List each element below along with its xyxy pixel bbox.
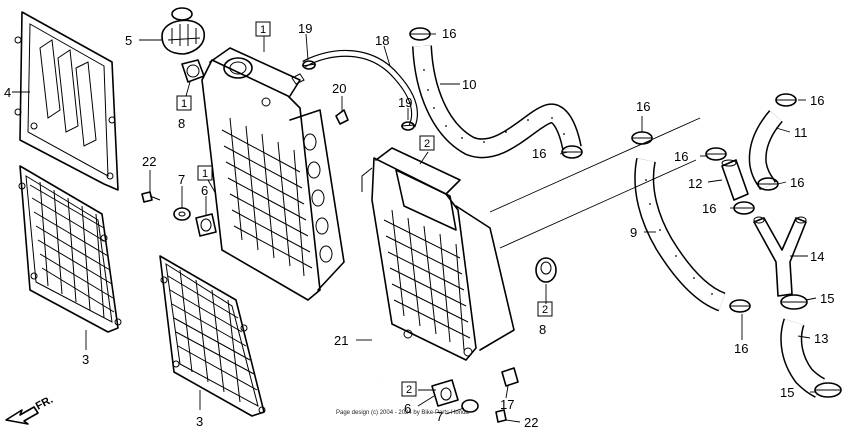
label-22-left: 22: [142, 154, 156, 169]
label-15-bottom: 15: [780, 385, 794, 400]
label-8-right: 8: [539, 322, 546, 337]
collar-7-left[interactable]: [173, 207, 191, 221]
label-7-left: 7: [178, 172, 185, 187]
mount-rubber-6-bottom[interactable]: [431, 379, 459, 407]
leader-lines: [12, 33, 817, 423]
hose-clamp-16-c[interactable]: [631, 131, 653, 145]
label-2-right: 2: [542, 304, 548, 316]
label-3-left: 3: [82, 352, 89, 367]
copyright-notice: Page design (c) 2004 - 2024 by Bike-Part…: [336, 410, 469, 416]
label-6-left: 6: [201, 183, 208, 198]
label-16-f: 16: [790, 175, 804, 190]
label-box-1-mount: [197, 165, 213, 181]
hose-clamp-15-top[interactable]: [780, 294, 808, 310]
label-17: 17: [500, 397, 514, 412]
label-1-left: 1: [181, 98, 187, 110]
hose-clamp-16-e[interactable]: [775, 93, 797, 107]
label-1-top: 1: [260, 24, 266, 36]
radiator-left[interactable]: [201, 47, 345, 301]
label-19-middle: 19: [398, 95, 412, 110]
label-14: 14: [810, 249, 824, 264]
label-1-mount: 1: [202, 168, 208, 180]
label-6-bottom: 6: [404, 401, 411, 416]
mount-rubber-6-left[interactable]: [195, 213, 217, 237]
label-13: 13: [814, 331, 828, 346]
clip-19-middle[interactable]: [400, 121, 416, 131]
label-20: 20: [332, 81, 346, 96]
hose-18[interactable]: [302, 49, 419, 128]
front-direction-label: FR.: [34, 394, 55, 413]
label-16-e: 16: [810, 93, 824, 108]
label-16-a: 16: [442, 26, 456, 41]
radiator-shroud-left[interactable]: [14, 11, 119, 191]
label-3-center: 3: [196, 414, 203, 429]
grommet-right[interactable]: [535, 257, 557, 283]
label-16-c: 16: [636, 99, 650, 114]
label-box-2-right: [537, 301, 553, 317]
label-16-b: 16: [532, 146, 546, 161]
radiator-grille-left[interactable]: [18, 165, 122, 333]
tube-clip-20[interactable]: [335, 109, 349, 125]
label-7-bottom: 7: [436, 409, 443, 424]
label-16-g: 16: [702, 201, 716, 216]
pipe-12[interactable]: [721, 159, 749, 201]
label-8-left: 8: [178, 116, 185, 131]
radiator-hose-13[interactable]: [780, 318, 826, 398]
hose-clamp-15-bottom[interactable]: [814, 382, 842, 398]
label-4: 4: [4, 85, 11, 100]
y-joint-14[interactable]: [753, 216, 807, 297]
label-box-1-top: [255, 21, 271, 37]
hose-clamp-16-d[interactable]: [705, 147, 727, 161]
label-5: 5: [125, 33, 132, 48]
bolt-22-left[interactable]: [141, 191, 161, 203]
radiator-hose-10[interactable]: [412, 45, 582, 159]
radiator-grille-center[interactable]: [159, 255, 266, 417]
label-box-2-bottom: [401, 381, 417, 397]
label-box-1-left: [176, 95, 192, 111]
overflow-tube-21[interactable]: [338, 117, 380, 379]
label-2-bottom: 2: [406, 384, 412, 396]
radiator-right[interactable]: [361, 147, 515, 361]
collar-7-bottom[interactable]: [461, 399, 479, 413]
label-11: 11: [794, 125, 808, 140]
label-18: 18: [375, 33, 389, 48]
drain-bolt-17[interactable]: [501, 367, 519, 387]
hose-clamp-16-h[interactable]: [729, 299, 751, 313]
radiator-cap[interactable]: [161, 7, 206, 55]
hose-clamp-16-b[interactable]: [561, 145, 583, 159]
label-16-d: 16: [674, 149, 688, 164]
label-21: 21: [334, 333, 348, 348]
clip-19-top[interactable]: [301, 60, 317, 70]
label-10: 10: [462, 77, 476, 92]
label-15-top: 15: [820, 291, 834, 306]
label-9: 9: [630, 225, 637, 240]
label-16-h: 16: [734, 341, 748, 356]
radiator-hose-9[interactable]: [634, 158, 726, 312]
label-box-2-top: [419, 135, 435, 151]
hose-clamp-16-g[interactable]: [733, 201, 755, 215]
label-22-bottom: 22: [524, 415, 538, 430]
front-direction-arrow: FR.: [5, 394, 55, 425]
grommet-left[interactable]: [181, 59, 205, 83]
label-19-top: 19: [298, 21, 312, 36]
radiator-hose-11[interactable]: [748, 110, 783, 191]
label-2-top: 2: [424, 138, 430, 150]
hose-clamp-16-a[interactable]: [409, 27, 431, 41]
label-12: 12: [688, 176, 702, 191]
